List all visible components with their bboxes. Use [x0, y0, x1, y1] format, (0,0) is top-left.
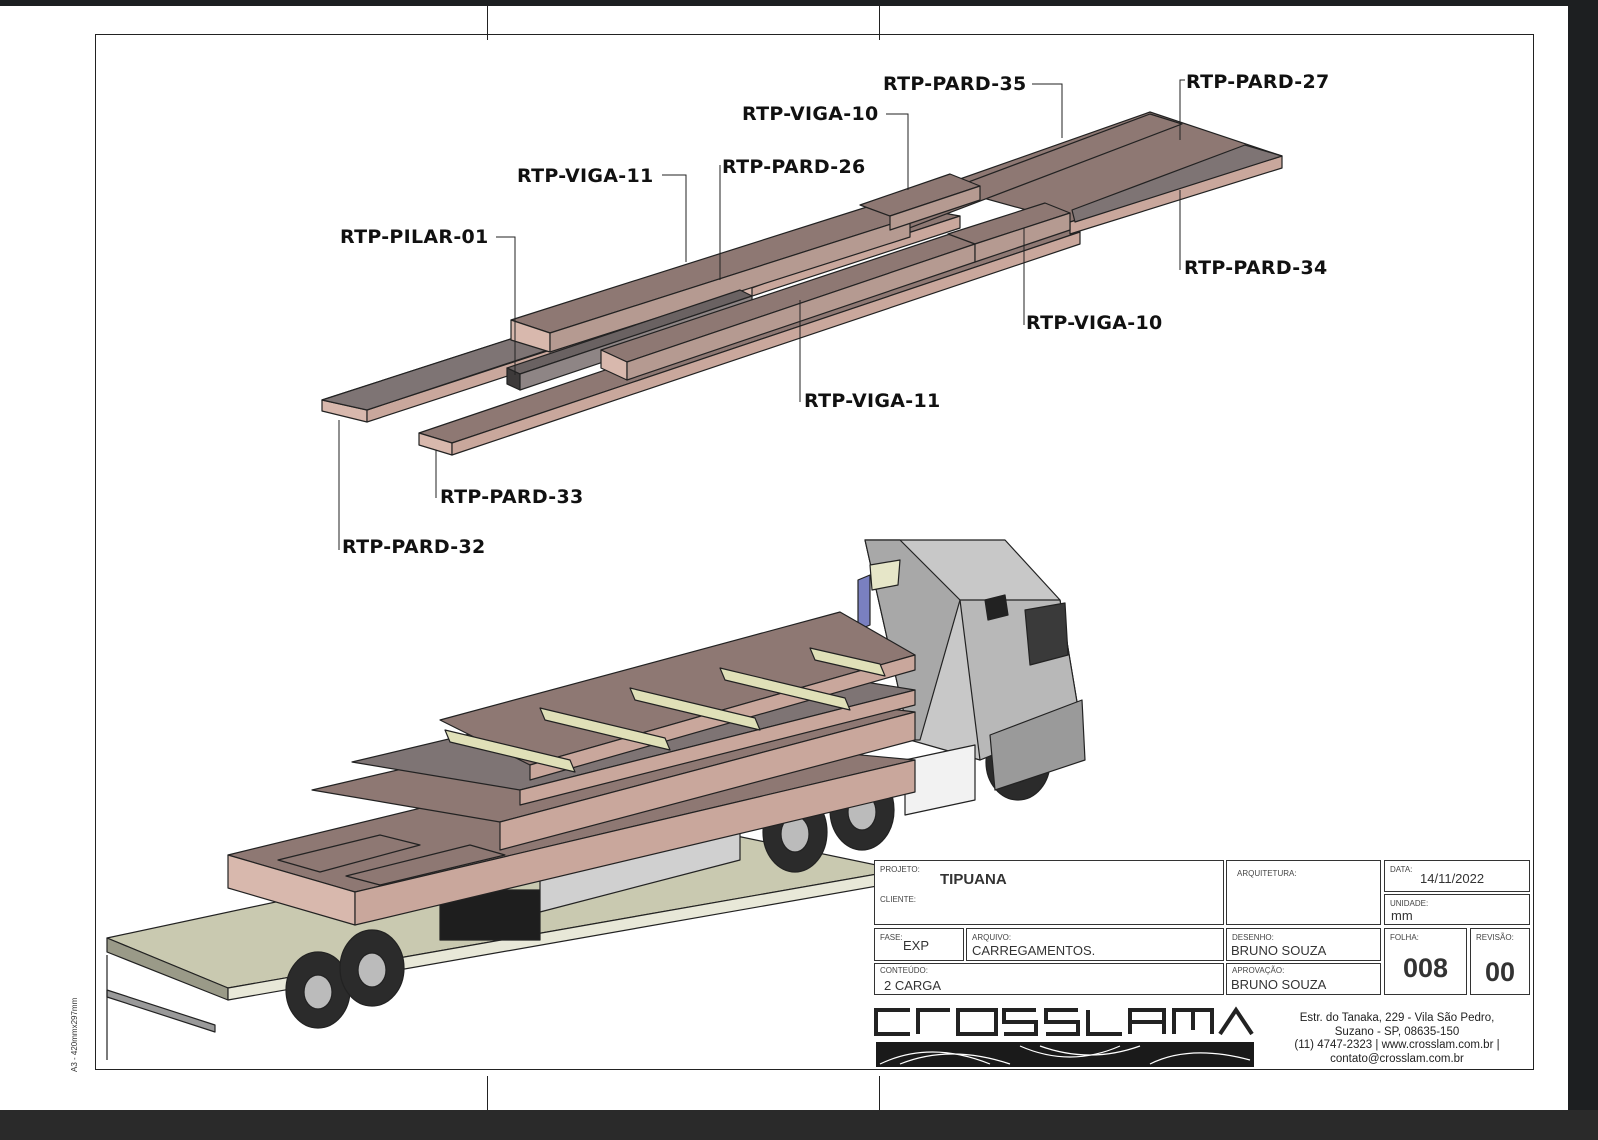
- arquitetura-caption: ARQUITETURA:: [1237, 869, 1297, 878]
- beam-viga-10-right: [947, 202, 1071, 263]
- unidade-caption: UNIDADE:: [1390, 899, 1429, 908]
- leader-lines: [338, 79, 1185, 550]
- toolbox: [439, 889, 541, 941]
- address-line: contato@crosslam.com.br: [1330, 1052, 1464, 1065]
- stacked-load: [227, 611, 916, 926]
- windshield: [1024, 602, 1069, 666]
- aprovacao-caption: APROVAÇÃO:: [1232, 966, 1285, 975]
- logo-wood-grain: [876, 1042, 1254, 1067]
- data-caption: DATA:: [1390, 865, 1413, 874]
- label-viga-11-bottom: RTP-VIGA-11: [804, 390, 941, 412]
- desenho-caption: DESENHO:: [1232, 933, 1274, 942]
- data-value: 14/11/2022: [1420, 871, 1485, 886]
- arquivo-caption: ARQUIVO:: [972, 933, 1012, 942]
- label-viga-11-top: RTP-VIGA-11: [517, 165, 654, 187]
- beam-viga-11-top: [510, 205, 911, 353]
- revisao-caption: REVISÃO:: [1476, 933, 1514, 942]
- address-line: (11) 4747-2323 | www.crosslam.com.br |: [1294, 1039, 1500, 1051]
- projeto-value: TIPUANA: [940, 871, 1007, 888]
- cliente-caption: CLIENTE:: [880, 895, 917, 904]
- fold-mark: [487, 6, 488, 40]
- folha-value: 008: [1403, 953, 1449, 983]
- beam-viga-10-top: [859, 173, 981, 231]
- unidade-value: mm: [1391, 908, 1413, 923]
- fase-value: EXP: [903, 938, 930, 953]
- aprovacao-value: BRUNO SOUZA: [1231, 977, 1327, 992]
- spacer-battens: [444, 647, 886, 773]
- crosslam-logo: [874, 1006, 1254, 1036]
- panel-pard-27: [939, 111, 1283, 235]
- arquivo-value: CARREGAMENTOS.: [972, 943, 1096, 958]
- title-block-revisao: REVISÃO: 00: [1470, 928, 1530, 995]
- company-address: Estr. do Tanaka, 229 - Vila São Pedro, S…: [1282, 1012, 1512, 1066]
- exploded-load-view: [321, 111, 1283, 456]
- label-pilar-01: RTP-PILAR-01: [340, 226, 489, 248]
- viewer-bottom-strip: [0, 1110, 1598, 1140]
- fold-mark: [879, 6, 880, 40]
- title-block-conteudo: CONTEÚDO: 2 CARGA: [874, 963, 1224, 995]
- truck-view: [106, 539, 1086, 1060]
- sheet-size-note: A3 - 420mmx297mm: [70, 997, 79, 1072]
- title-block-projeto: PROJETO: TIPUANA CLIENTE:: [874, 860, 1224, 925]
- conteudo-value: 2 CARGA: [884, 978, 942, 993]
- label-pard-32: RTP-PARD-32: [342, 536, 486, 558]
- title-block-arquitetura: ARQUITETURA:: [1226, 860, 1381, 925]
- title-block-unidade: UNIDADE: mm: [1384, 894, 1530, 925]
- fold-mark: [879, 1076, 880, 1110]
- title-block-folha: FOLHA: 008: [1384, 928, 1467, 995]
- projeto-caption: PROJETO:: [880, 865, 920, 874]
- label-viga-10-right: RTP-VIGA-10: [1026, 312, 1163, 334]
- folha-caption: FOLHA:: [1390, 933, 1419, 942]
- title-block-fase: FASE: EXP: [874, 928, 964, 961]
- revisao-value: 00: [1485, 957, 1516, 987]
- address-line: Suzano - SP, 08635-150: [1334, 1025, 1460, 1038]
- fold-mark: [487, 1076, 488, 1110]
- address-line: Estr. do Tanaka, 229 - Vila São Pedro,: [1299, 1012, 1495, 1024]
- label-pard-27: RTP-PARD-27: [1186, 71, 1330, 93]
- title-block-aprovacao: APROVAÇÃO: BRUNO SOUZA: [1226, 963, 1381, 995]
- label-viga-10-top: RTP-VIGA-10: [742, 103, 879, 125]
- label-pard-34: RTP-PARD-34: [1184, 257, 1328, 279]
- drawing-frame: [95, 34, 1534, 1070]
- truck-cab: [857, 539, 1086, 816]
- title-block-data: DATA: 14/11/2022: [1384, 860, 1530, 892]
- label-pard-33: RTP-PARD-33: [440, 486, 584, 508]
- conteudo-caption: CONTEÚDO:: [880, 966, 928, 975]
- desenho-value: BRUNO SOUZA: [1231, 943, 1327, 958]
- label-pard-35: RTP-PARD-35: [883, 73, 1027, 95]
- label-pard-26: RTP-PARD-26: [722, 156, 866, 178]
- logo-grain-lines: [879, 1045, 1251, 1065]
- title-block-desenho: DESENHO: BRUNO SOUZA: [1226, 928, 1381, 961]
- fase-caption: FASE:: [880, 933, 903, 942]
- title-block-arquivo: ARQUIVO: CARREGAMENTOS.: [966, 928, 1224, 961]
